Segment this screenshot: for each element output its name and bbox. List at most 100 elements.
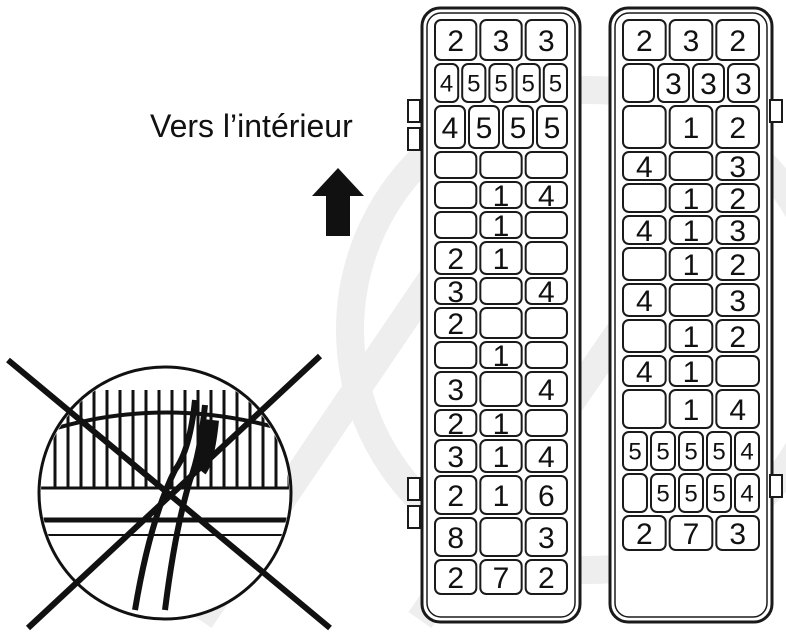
slot-number: 1: [493, 441, 510, 474]
slot-cell: 6: [524, 475, 569, 515]
slot-cell: 4: [734, 473, 760, 513]
slot-cell: 3: [434, 371, 478, 407]
slot-cell: 3: [715, 151, 760, 184]
slot-cell: 2: [715, 247, 760, 282]
slot-cell: 2: [622, 515, 667, 551]
slot-number: 2: [636, 25, 653, 58]
slot-cell: 2: [434, 241, 478, 276]
slot-number: 5: [544, 112, 561, 145]
slot-cell: 4: [524, 276, 569, 309]
slot-number: 2: [729, 25, 746, 58]
slot-number: 1: [683, 394, 700, 427]
slot-cell: 5: [650, 473, 676, 513]
slot-number: 1: [683, 112, 700, 145]
slot-cell: [622, 389, 667, 429]
slot-cell: [434, 181, 478, 209]
slot-number: 3: [729, 285, 746, 318]
slot-cell: [668, 151, 714, 181]
slot-cell: 1: [479, 180, 523, 213]
slot-number: 3: [683, 25, 700, 58]
slot-cell: 3: [524, 19, 569, 61]
prohibited-cross-icon: [6, 353, 332, 631]
slot-cell: 2: [715, 105, 760, 149]
slot-cell: 5: [515, 63, 541, 103]
slot-number: 3: [729, 215, 746, 248]
slot-number: 4: [740, 439, 753, 466]
slot-number: 2: [447, 562, 464, 595]
slot-cell: 5: [706, 473, 732, 513]
slot-number: 3: [729, 518, 746, 551]
slot-cell: 2: [434, 475, 478, 515]
slot-cell: 2: [524, 559, 569, 595]
slot-number: 3: [700, 68, 717, 101]
slot-cell: 1: [479, 439, 523, 474]
slot-cell: [622, 473, 648, 513]
slot-number: 1: [683, 321, 700, 354]
slot-cell: [622, 247, 667, 281]
slot-cell: 3: [692, 63, 725, 103]
slot-cell: [434, 151, 478, 179]
slot-cell: [668, 283, 714, 317]
slot-cell: 1: [668, 215, 714, 248]
slot-cell: 1: [479, 340, 523, 373]
slot-cell: 5: [678, 473, 704, 513]
slot-number: 3: [665, 68, 682, 101]
slot-number: 1: [493, 340, 510, 373]
slot-number: 4: [538, 276, 555, 309]
slot-number: 1: [493, 243, 510, 276]
slot-number: 1: [683, 356, 700, 389]
slot-number: 5: [467, 71, 480, 98]
slot-number: 3: [538, 25, 555, 58]
slot-number: 3: [729, 151, 746, 184]
slot-number: 2: [447, 408, 464, 441]
slot-cell: [479, 151, 523, 179]
slot-cell: [479, 277, 523, 305]
slot-number: 7: [683, 518, 700, 551]
slot-cell: 5: [622, 431, 648, 471]
slot-number: 4: [636, 151, 653, 184]
slot-number: 8: [447, 522, 464, 555]
slot-cell: 1: [479, 210, 523, 243]
slot-cell: 2: [715, 183, 760, 216]
slot-cell: [524, 341, 569, 369]
slot-number: 3: [447, 441, 464, 474]
slot-number: 2: [447, 243, 464, 276]
slot-number: 5: [684, 481, 697, 508]
slot-cell: 1: [479, 475, 523, 515]
slot-cell: 5: [461, 63, 487, 103]
slot-cell: 4: [524, 371, 569, 407]
slot-cell: 3: [668, 19, 714, 61]
slot-number: 1: [493, 180, 510, 213]
slot-cell: 1: [668, 389, 714, 429]
slot-cell: [622, 63, 655, 103]
slot-cell: 3: [715, 283, 760, 318]
slot-cell: 4: [622, 355, 667, 389]
slot-cell: 5: [468, 105, 500, 149]
slot-number: 2: [447, 480, 464, 513]
slot-cell: [479, 371, 523, 407]
slot-cell: 1: [479, 408, 523, 441]
slot-cell: 5: [706, 431, 732, 471]
slot-cell: 2: [715, 19, 760, 61]
slot-cell: 7: [668, 515, 714, 551]
slot-cell: 4: [734, 431, 760, 471]
slot-number: 4: [538, 441, 555, 474]
slot-cell: 3: [434, 276, 478, 309]
slot-number: 4: [440, 71, 453, 98]
slot-number: 4: [538, 180, 555, 213]
slot-number: 4: [636, 285, 653, 318]
slot-number: 4: [636, 215, 653, 248]
slot-number: 2: [729, 249, 746, 282]
slot-number: 5: [494, 71, 507, 98]
slot-cell: 2: [715, 319, 760, 354]
slot-cell: 4: [622, 215, 667, 248]
slot-cell: 4: [434, 105, 466, 149]
slot-number: 2: [636, 518, 653, 551]
slot-cell: [524, 241, 569, 275]
slot-cell: [622, 183, 667, 213]
slot-cell: 5: [650, 431, 676, 471]
direction-label: Vers l’intérieur: [150, 108, 353, 144]
slot-number: 4: [442, 112, 459, 145]
slot-number: 4: [538, 374, 555, 407]
